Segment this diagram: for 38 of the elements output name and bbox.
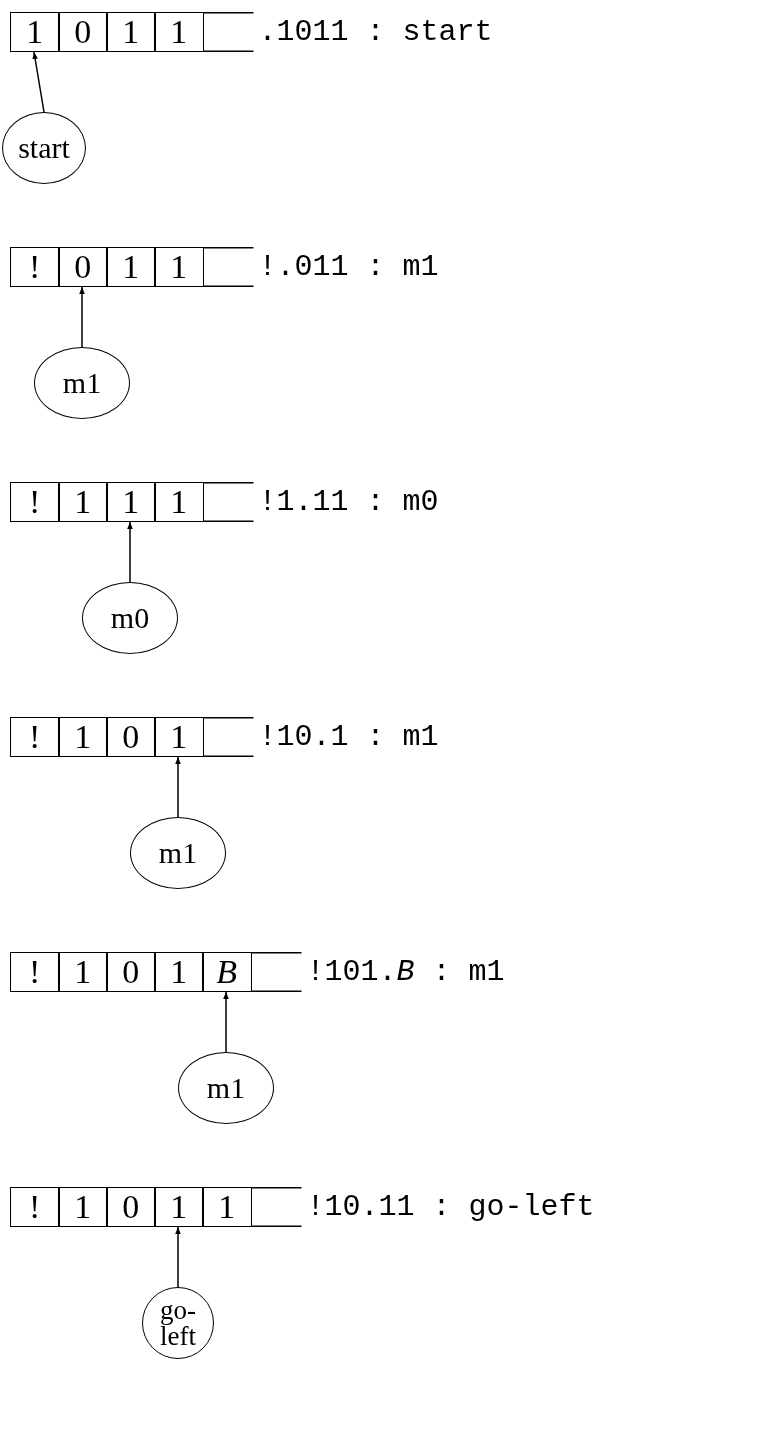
tape-cell: 1 [10,12,60,52]
tape-cell: 1 [106,482,156,522]
tape-cell: 1 [58,952,108,992]
arrow [223,991,229,1053]
arrow [32,51,45,113]
arrow [79,286,85,348]
arrow [175,756,181,818]
tape-cell: 1 [154,247,204,287]
tape-configuration-label: !1.11 : m0 [258,484,439,521]
tape-cell: 0 [106,1187,156,1227]
tape-cell: 1 [154,717,204,757]
tape-cell: 1 [154,1187,204,1227]
tape-cell: 0 [106,717,156,757]
tape-cell: 0 [58,247,108,287]
arrow [175,1226,181,1288]
tape-cell: B [202,952,252,992]
tape-cell: 1 [58,1187,108,1227]
tape-cell: 1 [58,482,108,522]
tape-cell: ! [10,1187,60,1227]
tape-cell: 1 [154,952,204,992]
tape-cell: ! [10,952,60,992]
tape-configuration-label: !10.1 : m1 [258,719,439,756]
tape-cell: 0 [58,12,108,52]
tape-cell: 1 [202,1187,252,1227]
tape-cell: 1 [106,247,156,287]
arrow [127,521,133,583]
tape-configuration-label: !10.11 : go-left [306,1189,595,1226]
tape-configuration-label: !101.B : m1 [306,954,505,991]
tape-configuration-label: !.011 : m1 [258,249,439,286]
tape-cell: ! [10,482,60,522]
tape-cell: ! [10,247,60,287]
tape-configuration-label: .1011 : start [258,14,493,51]
tape-cell: 1 [154,482,204,522]
tape-cell: 0 [106,952,156,992]
tape-cell: 1 [58,717,108,757]
tape-cell: 1 [106,12,156,52]
tape-cell: 1 [154,12,204,52]
tape-cell: ! [10,717,60,757]
